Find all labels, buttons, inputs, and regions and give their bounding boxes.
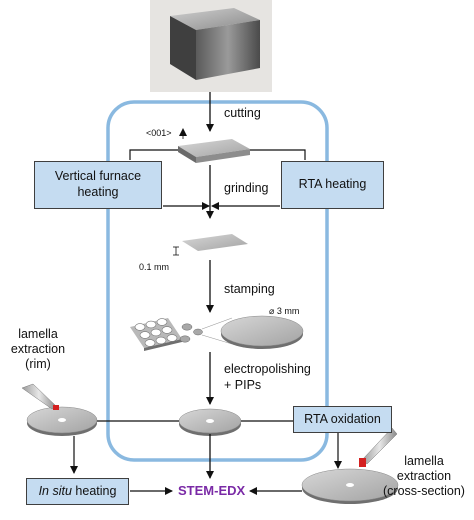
cutting-label: cutting [224,106,261,120]
cross-lamella-marker [359,458,366,467]
small-disc-3 [193,328,203,336]
rta-oxidation-box: RTA oxidation [293,406,392,433]
zoom-line-top [201,317,233,330]
cross-section-disc [301,468,399,504]
stamped-sheet [130,318,182,351]
pips-label: + PIPs [224,378,262,392]
lamella-cross-label: lamella extraction (cross-section) [383,454,465,498]
rim-lamella-marker [53,405,59,410]
metal-block-photo [150,0,272,92]
process-frame [106,100,329,462]
small-disc-1 [181,323,193,331]
connector-plate-furnace [129,149,178,160]
diameter-label: ⌀ 3 mm [269,306,300,316]
large-disc [220,315,304,349]
insitu-heating-box: In situ heating [26,478,129,505]
thin-plate [182,234,248,251]
rta-heating-box: RTA heating [281,161,384,209]
orientation-label: <001> [146,128,172,138]
small-disc-2 [179,335,191,343]
vertical-furnace-heating-box: Vertical furnace heating [34,161,162,209]
thickness-label: 0.1 mm [139,262,170,272]
rim-disc [26,406,98,436]
stem-edx-label: STEM-EDX [178,483,246,498]
cut-plate [178,139,250,163]
lamella-rim-label: lamella extraction (rim) [10,327,66,371]
stamping-label: stamping [224,282,275,296]
grinding-label: grinding [224,181,269,195]
polished-disc [178,408,242,436]
connector-plate-rta [250,149,306,160]
zoom-line-bottom [201,334,233,345]
electropolishing-label: electropolishing [224,362,311,376]
rim-needle [21,383,57,410]
